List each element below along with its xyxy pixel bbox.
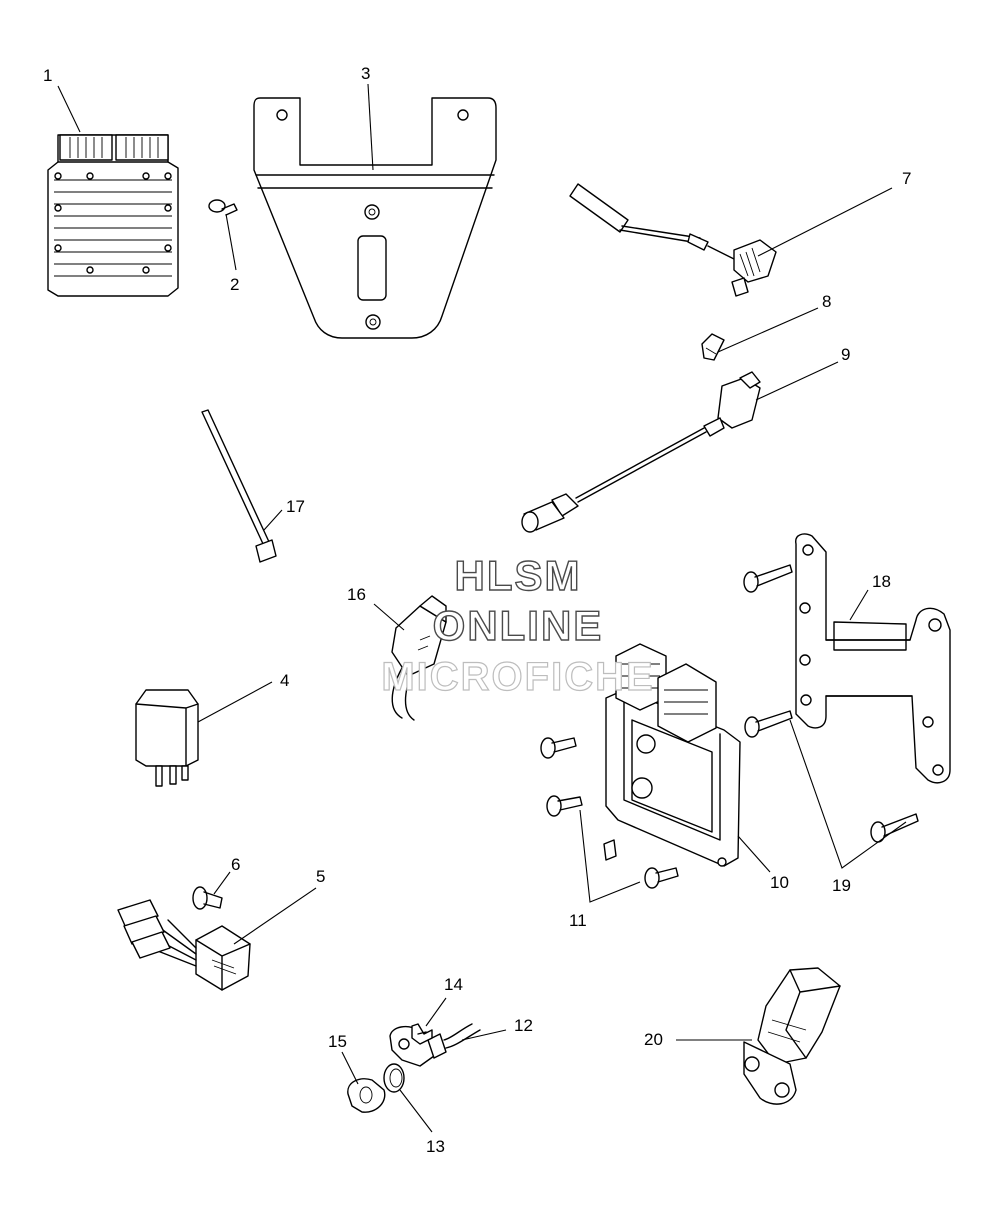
callout-6: 6 bbox=[231, 855, 240, 874]
callout-labels: 1 2 3 4 5 6 7 8 9 10 11 12 13 14 15 16 1… bbox=[43, 64, 911, 1156]
callout-16: 16 bbox=[347, 585, 366, 604]
part-6-rivet bbox=[192, 886, 223, 910]
part-15-gasket bbox=[347, 1078, 386, 1113]
part-16-connector bbox=[391, 595, 447, 721]
callout-17: 17 bbox=[286, 497, 305, 516]
part-7-sensor bbox=[569, 183, 777, 297]
callout-18: 18 bbox=[872, 572, 891, 591]
part-14-bolt bbox=[411, 1023, 433, 1045]
part-5-connector-block bbox=[117, 899, 251, 991]
part-4-relay bbox=[135, 689, 199, 787]
callout-20: 20 bbox=[644, 1030, 663, 1049]
callout-4: 4 bbox=[280, 671, 289, 690]
callout-9: 9 bbox=[841, 345, 850, 364]
part-3-bracket bbox=[253, 97, 497, 339]
part-17-cable-tie bbox=[201, 409, 277, 563]
part-19-screws bbox=[743, 564, 919, 843]
callout-5: 5 bbox=[316, 867, 325, 886]
part-11-screws bbox=[540, 737, 679, 889]
callout-12: 12 bbox=[514, 1016, 533, 1035]
watermark-line-1: HLSM bbox=[455, 552, 582, 599]
callout-2: 2 bbox=[230, 275, 239, 294]
callout-14: 14 bbox=[444, 975, 463, 994]
part-8-plug bbox=[701, 333, 725, 361]
leader-lines bbox=[57, 83, 907, 1133]
callout-11: 11 bbox=[569, 911, 587, 930]
part-1-regulator bbox=[47, 134, 179, 297]
watermark-line-3: MICROFICHE bbox=[381, 655, 654, 699]
part-13-oring bbox=[383, 1063, 405, 1093]
callout-15: 15 bbox=[328, 1032, 347, 1051]
part-18-plate bbox=[795, 533, 951, 784]
part-20-map-sensor bbox=[743, 967, 841, 1105]
callout-8: 8 bbox=[822, 292, 831, 311]
part-2-screw bbox=[208, 199, 238, 216]
watermark: HLSM ONLINE MICROFICHE bbox=[381, 551, 654, 699]
part-9-sensor bbox=[521, 371, 761, 533]
callout-3: 3 bbox=[361, 64, 370, 83]
watermark-line-2: ONLINE bbox=[433, 602, 604, 649]
part-10-ecu bbox=[603, 643, 741, 867]
callout-19: 19 bbox=[832, 876, 851, 895]
callout-7: 7 bbox=[902, 169, 911, 188]
callout-13: 13 bbox=[426, 1137, 445, 1156]
part-12-sensor bbox=[389, 1023, 481, 1067]
callout-1: 1 bbox=[43, 66, 52, 85]
callout-10: 10 bbox=[770, 873, 789, 892]
